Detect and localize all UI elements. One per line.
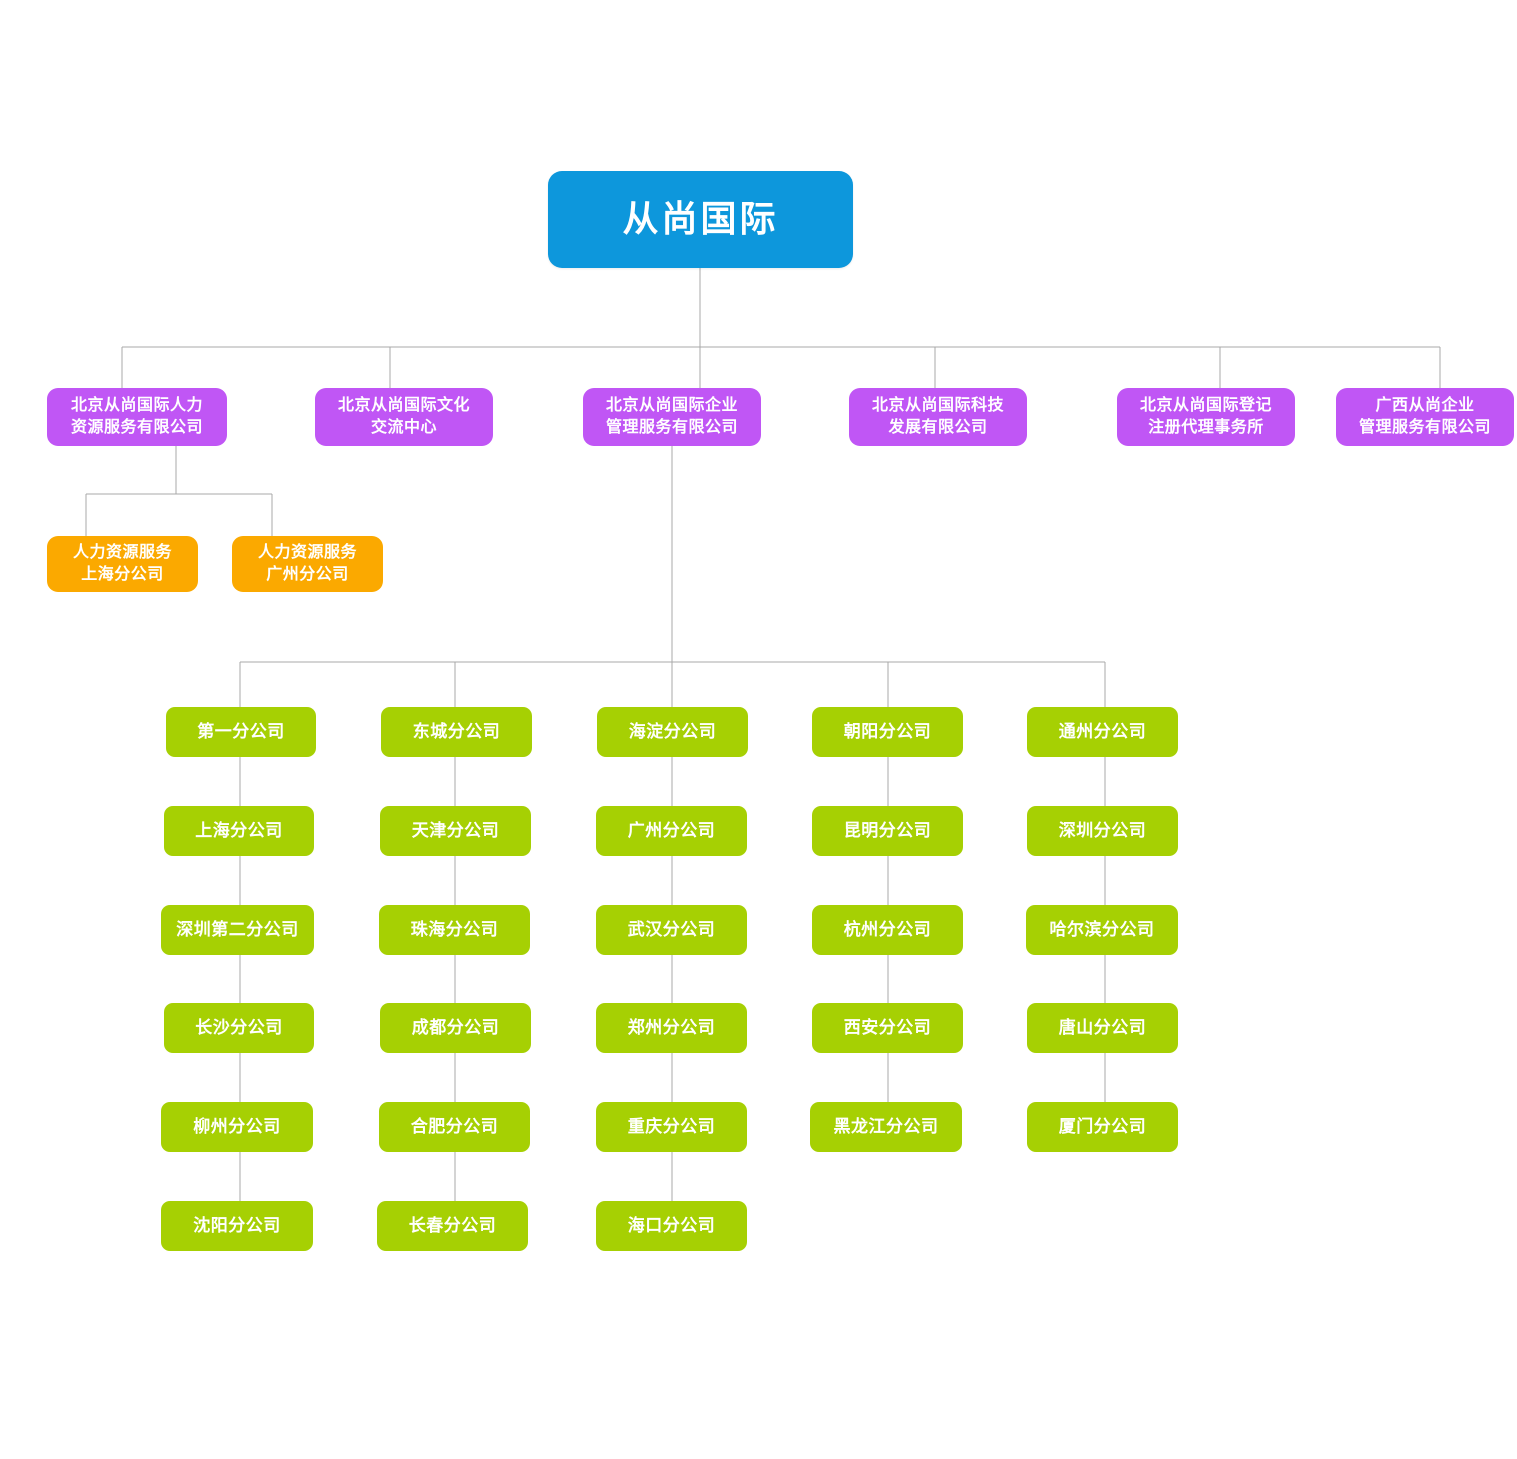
node-branch-c2-r4-label: 成都分公司 bbox=[411, 1017, 500, 1037]
node-branch-c3-r6-label: 海口分公司 bbox=[627, 1215, 716, 1235]
node-subsidiary-4-label: 北京从尚国际科技 发展有限公司 bbox=[871, 397, 1004, 436]
node-subsidiary-3[interactable]: 北京从尚国际企业 管理服务有限公司 bbox=[583, 388, 761, 446]
node-branch-c2-r3[interactable]: 珠海分公司 bbox=[379, 905, 530, 955]
node-subsidiary-5[interactable]: 北京从尚国际登记 注册代理事务所 bbox=[1117, 388, 1295, 446]
node-branch-c2-r4[interactable]: 成都分公司 bbox=[380, 1003, 531, 1053]
node-hr-branch-1-label: 人力资源服务 上海分公司 bbox=[72, 544, 172, 583]
node-branch-c5-r4-label: 唐山分公司 bbox=[1058, 1017, 1147, 1037]
node-branch-c5-r5-label: 厦门分公司 bbox=[1058, 1116, 1147, 1136]
node-branch-c1-r3-label: 深圳第二分公司 bbox=[176, 919, 299, 939]
node-branch-c1-r6[interactable]: 沈阳分公司 bbox=[161, 1201, 313, 1251]
node-subsidiary-4[interactable]: 北京从尚国际科技 发展有限公司 bbox=[849, 388, 1027, 446]
node-hr-branch-2[interactable]: 人力资源服务 广州分公司 bbox=[232, 536, 383, 592]
node-branch-c2-r5[interactable]: 合肥分公司 bbox=[379, 1102, 530, 1152]
node-branch-c5-r1[interactable]: 通州分公司 bbox=[1027, 707, 1178, 757]
node-branch-c1-r5-label: 柳州分公司 bbox=[193, 1116, 281, 1136]
node-subsidiary-3-label: 北京从尚国际企业 管理服务有限公司 bbox=[605, 397, 738, 436]
node-branch-c4-r4-label: 西安分公司 bbox=[843, 1017, 932, 1037]
node-branch-c1-r2-label: 上海分公司 bbox=[195, 820, 283, 840]
node-branch-c4-r5[interactable]: 黑龙江分公司 bbox=[810, 1102, 962, 1152]
node-subsidiary-1-label: 北京从尚国际人力 资源服务有限公司 bbox=[70, 397, 203, 436]
node-branch-c5-r2-label: 深圳分公司 bbox=[1058, 820, 1147, 840]
node-branch-c3-r4[interactable]: 郑州分公司 bbox=[596, 1003, 747, 1053]
node-branch-c5-r3-label: 哈尔滨分公司 bbox=[1049, 919, 1155, 939]
node-branch-c3-r4-label: 郑州分公司 bbox=[627, 1017, 716, 1037]
node-subsidiary-2[interactable]: 北京从尚国际文化 交流中心 bbox=[315, 388, 493, 446]
node-branch-c4-r2-label: 昆明分公司 bbox=[843, 820, 932, 840]
node-branch-c3-r5[interactable]: 重庆分公司 bbox=[596, 1102, 747, 1152]
node-branch-c3-r2-label: 广州分公司 bbox=[627, 820, 716, 840]
node-branch-c5-r1-label: 通州分公司 bbox=[1058, 721, 1147, 741]
node-branch-c2-r5-label: 合肥分公司 bbox=[410, 1116, 499, 1136]
node-branch-c5-r3[interactable]: 哈尔滨分公司 bbox=[1026, 905, 1178, 955]
node-branch-c5-r5[interactable]: 厦门分公司 bbox=[1027, 1102, 1178, 1152]
node-branch-c2-r6-label: 长春分公司 bbox=[408, 1215, 497, 1235]
node-branch-c1-r2[interactable]: 上海分公司 bbox=[164, 806, 314, 856]
node-branch-c3-r6[interactable]: 海口分公司 bbox=[596, 1201, 747, 1251]
node-branch-c1-r6-label: 沈阳分公司 bbox=[193, 1215, 281, 1235]
node-branch-c2-r2[interactable]: 天津分公司 bbox=[380, 806, 531, 856]
node-branch-c3-r5-label: 重庆分公司 bbox=[627, 1116, 716, 1136]
node-branch-c1-r4[interactable]: 长沙分公司 bbox=[164, 1003, 314, 1053]
node-branch-c4-r3[interactable]: 杭州分公司 bbox=[812, 905, 963, 955]
node-root-label: 从尚国际 bbox=[622, 198, 779, 240]
node-subsidiary-1[interactable]: 北京从尚国际人力 资源服务有限公司 bbox=[47, 388, 227, 446]
node-branch-c2-r6[interactable]: 长春分公司 bbox=[377, 1201, 528, 1251]
node-branch-c3-r1[interactable]: 海淀分公司 bbox=[597, 707, 748, 757]
node-branch-c3-r3[interactable]: 武汉分公司 bbox=[596, 905, 747, 955]
node-branch-c4-r2[interactable]: 昆明分公司 bbox=[812, 806, 963, 856]
node-branch-c2-r3-label: 珠海分公司 bbox=[410, 919, 499, 939]
node-subsidiary-2-label: 北京从尚国际文化 交流中心 bbox=[337, 397, 470, 436]
node-branch-c2-r2-label: 天津分公司 bbox=[411, 820, 500, 840]
node-branch-c3-r1-label: 海淀分公司 bbox=[628, 721, 717, 741]
node-branch-c1-r4-label: 长沙分公司 bbox=[195, 1017, 283, 1037]
node-subsidiary-6[interactable]: 广西从尚企业 管理服务有限公司 bbox=[1336, 388, 1514, 446]
node-branch-c1-r1[interactable]: 第一分公司 bbox=[166, 707, 316, 757]
node-branch-c4-r3-label: 杭州分公司 bbox=[843, 919, 932, 939]
node-branch-c5-r4[interactable]: 唐山分公司 bbox=[1027, 1003, 1178, 1053]
node-branch-c3-r2[interactable]: 广州分公司 bbox=[596, 806, 747, 856]
node-hr-branch-2-label: 人力资源服务 广州分公司 bbox=[257, 544, 357, 583]
node-branch-c4-r5-label: 黑龙江分公司 bbox=[833, 1116, 939, 1136]
node-branch-c1-r3[interactable]: 深圳第二分公司 bbox=[161, 905, 314, 955]
node-branch-c4-r4[interactable]: 西安分公司 bbox=[812, 1003, 963, 1053]
node-subsidiary-5-label: 北京从尚国际登记 注册代理事务所 bbox=[1139, 397, 1272, 436]
node-branch-c1-r1-label: 第一分公司 bbox=[197, 721, 285, 741]
node-hr-branch-1[interactable]: 人力资源服务 上海分公司 bbox=[47, 536, 198, 592]
node-branch-c5-r2[interactable]: 深圳分公司 bbox=[1027, 806, 1178, 856]
node-branch-c2-r1-label: 东城分公司 bbox=[412, 721, 501, 741]
node-branch-c3-r3-label: 武汉分公司 bbox=[627, 919, 716, 939]
node-branch-c2-r1[interactable]: 东城分公司 bbox=[381, 707, 532, 757]
node-branch-c4-r1[interactable]: 朝阳分公司 bbox=[812, 707, 963, 757]
node-subsidiary-6-label: 广西从尚企业 管理服务有限公司 bbox=[1358, 397, 1491, 436]
node-branch-c1-r5[interactable]: 柳州分公司 bbox=[161, 1102, 313, 1152]
node-branch-c4-r1-label: 朝阳分公司 bbox=[843, 721, 932, 741]
node-root[interactable]: 从尚国际 bbox=[548, 171, 853, 268]
